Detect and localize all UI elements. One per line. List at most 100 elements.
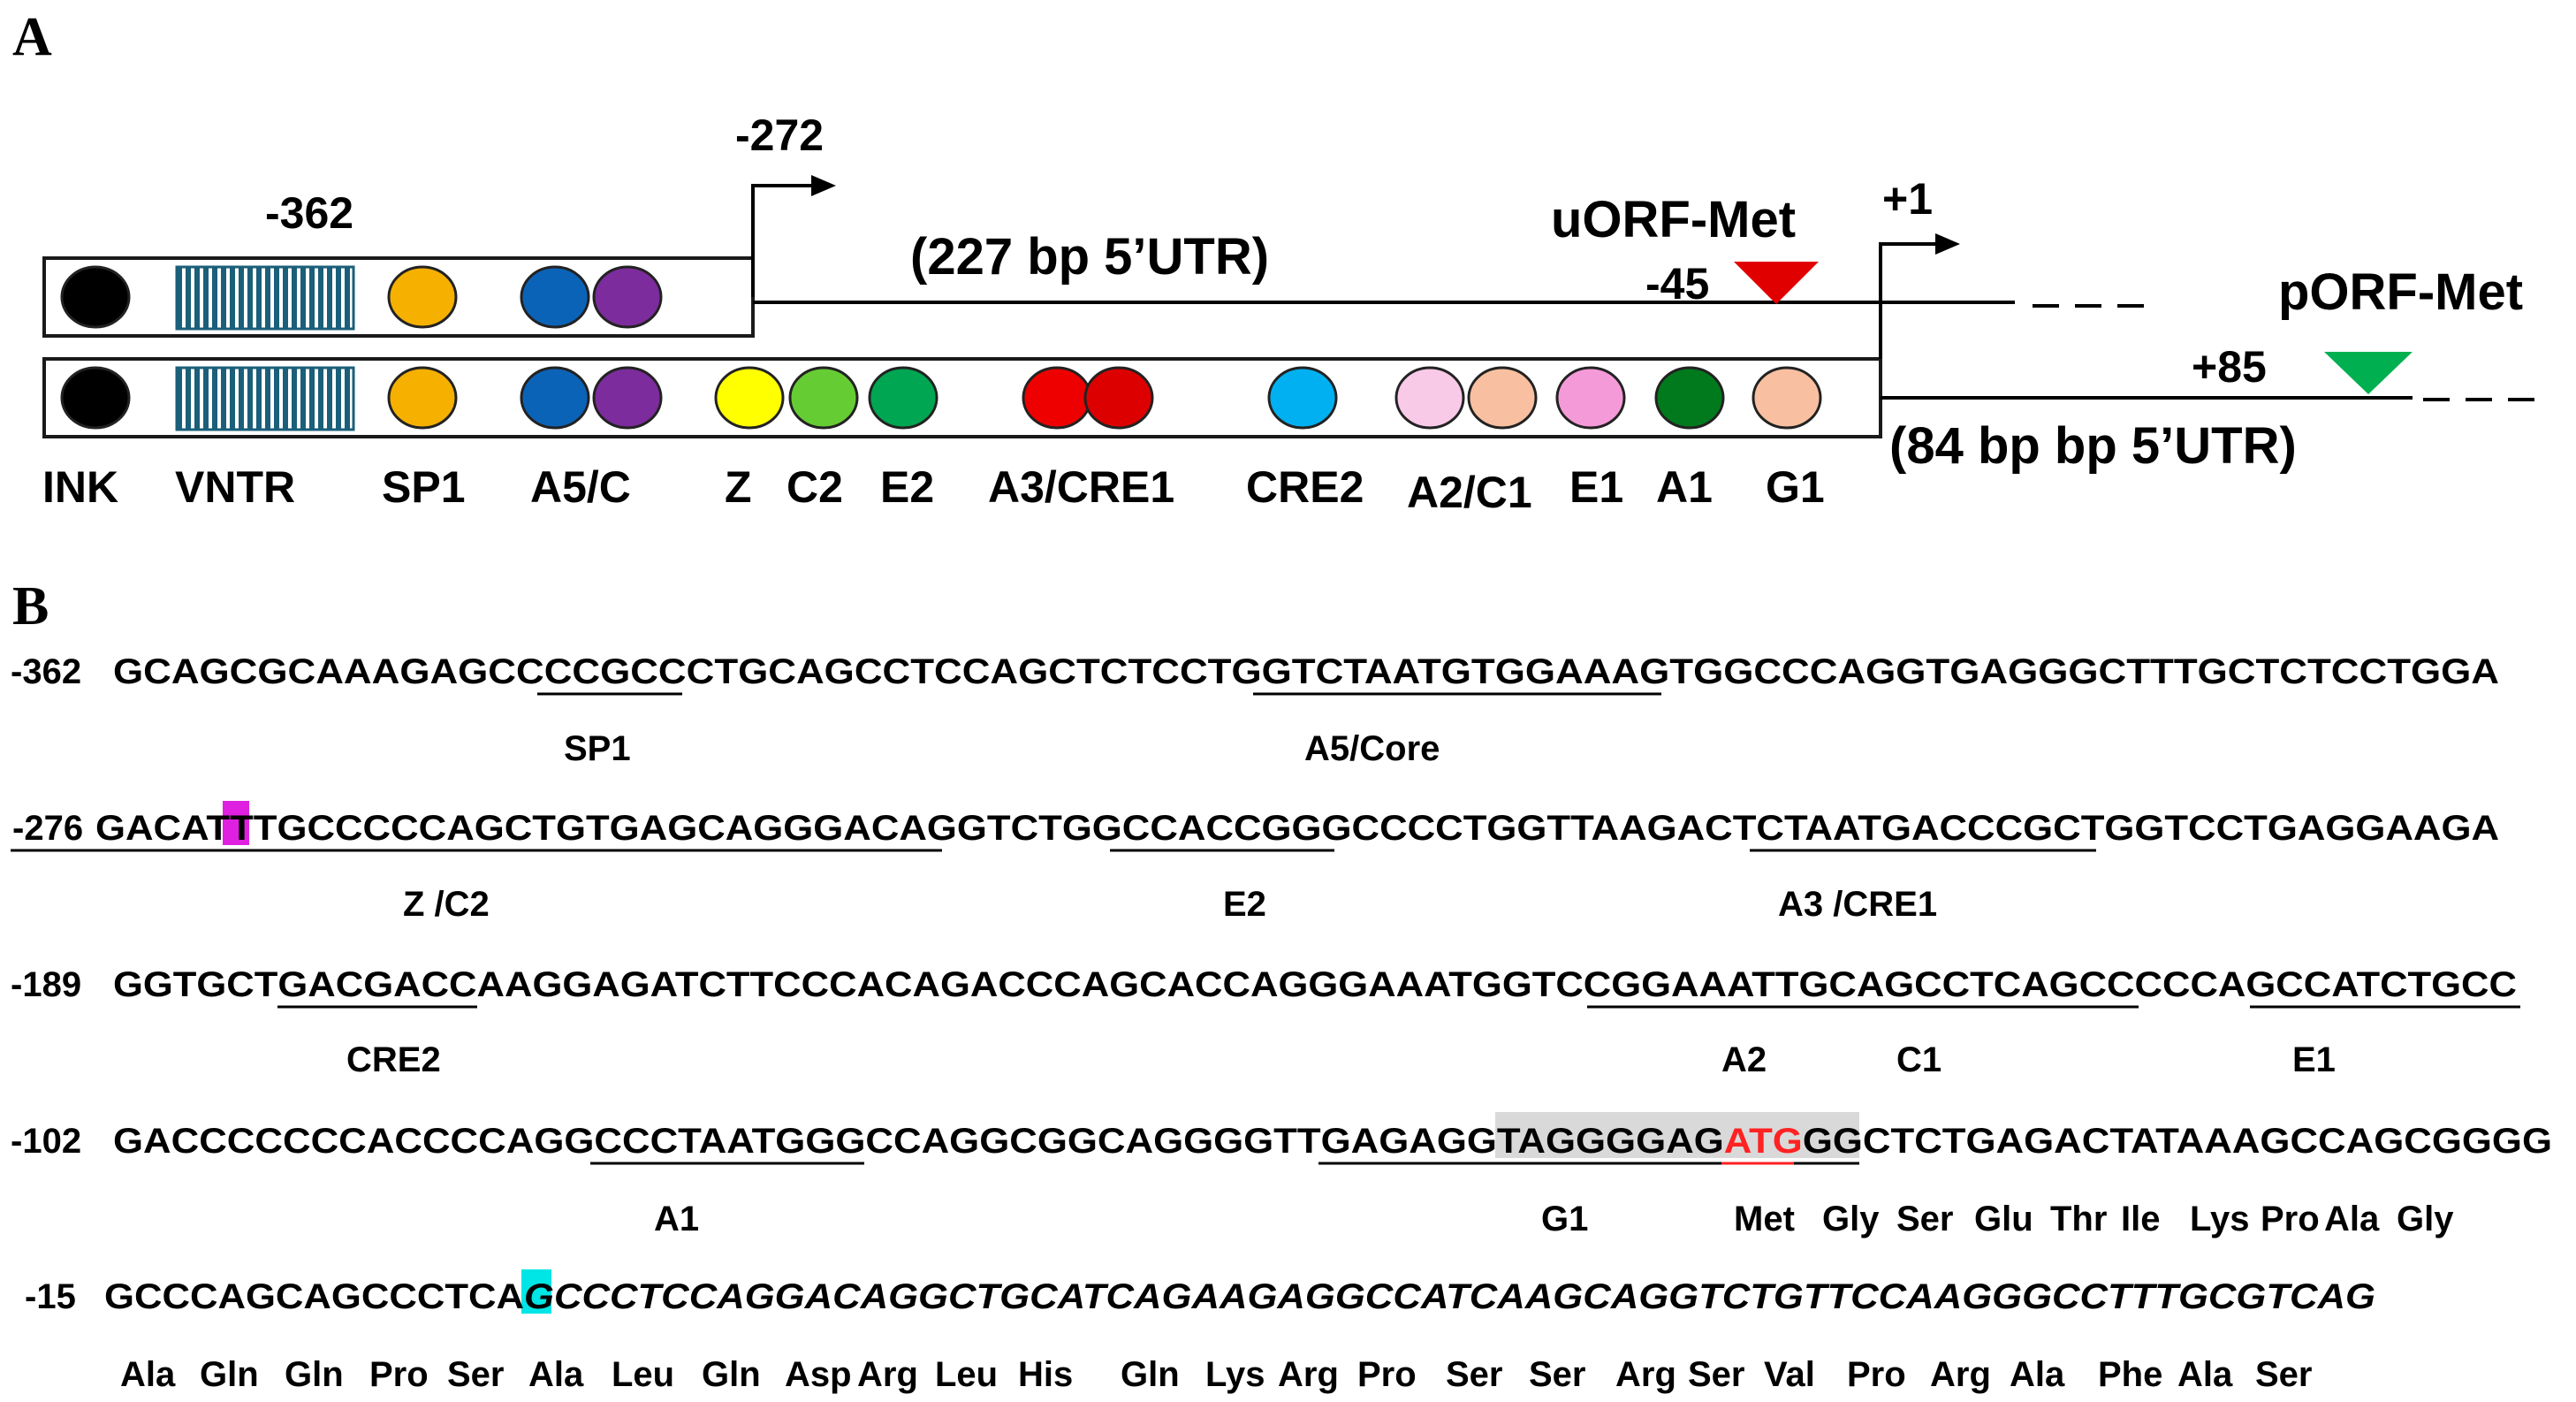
amino-acid: Ser bbox=[1446, 1355, 1503, 1394]
seq-position-4: -15 bbox=[25, 1277, 76, 1316]
amino-acid: Ala bbox=[528, 1355, 584, 1394]
seq-position-0: -362 bbox=[11, 652, 81, 691]
site-label-sp1: SP1 bbox=[564, 729, 631, 768]
site-label-z-c2: Z /C2 bbox=[403, 885, 490, 924]
amino-acid: Arg bbox=[1278, 1355, 1339, 1394]
element-label-sp1: SP1 bbox=[382, 462, 466, 512]
element-label-a5-c: A5/C bbox=[530, 462, 631, 512]
amino-acid: Val bbox=[1764, 1355, 1815, 1394]
site-a5-bottom bbox=[520, 366, 590, 430]
element-label-a2-c1: A2/C1 bbox=[1407, 468, 1532, 517]
amino-acid: Gln bbox=[1121, 1355, 1180, 1394]
seq-text-1: GACATTTGCCCCCAGCTGTGAGCAGGGACAGGTCTGGCCA… bbox=[95, 809, 2499, 848]
amino-acid: Leu bbox=[935, 1355, 998, 1394]
amino-acid: His bbox=[1018, 1355, 1073, 1394]
site-ink-bottom bbox=[60, 366, 131, 430]
amino-acid: Ala bbox=[2010, 1355, 2065, 1394]
site-a2-bottom bbox=[1394, 366, 1465, 430]
site-label-a3-cre1: A3 /CRE1 bbox=[1778, 885, 1937, 924]
site-a1-bottom bbox=[1654, 366, 1725, 430]
amino-acid: Gly bbox=[2397, 1200, 2454, 1238]
tss-272-arrow-stem bbox=[751, 184, 822, 297]
amino-acid: Ile bbox=[2121, 1200, 2160, 1238]
tss-plus1-arrowhead bbox=[1935, 233, 1960, 255]
seq-text-2: GGTGCTGACGACCAAGGAGATCTTCCCACAGACCCAGCAC… bbox=[113, 965, 2517, 1004]
site-a5-top bbox=[520, 265, 590, 329]
amino-acid: Asp bbox=[785, 1355, 852, 1394]
amino-acid: Ser bbox=[447, 1355, 505, 1394]
element-label-vntr: VNTR bbox=[175, 462, 295, 512]
seq-position-3: -102 bbox=[11, 1122, 81, 1161]
amino-acid: Gln bbox=[200, 1355, 259, 1394]
site-sp1-top bbox=[387, 265, 458, 329]
utr-short-label: (84 bp bp 5’UTR) bbox=[1889, 417, 2297, 475]
site-c-bottom bbox=[592, 366, 663, 430]
amino-acid: Arg bbox=[1930, 1355, 1991, 1394]
element-label-a3-cre1: A3/CRE1 bbox=[988, 462, 1174, 512]
pos-272-label: -272 bbox=[735, 110, 824, 160]
panel-b-label: B bbox=[12, 576, 49, 636]
site-e1-bottom bbox=[1555, 366, 1626, 430]
seq-text-3: GACCCCCCCACCCCAGGCCCTAATGGGCCAGGCGGCAGGG… bbox=[113, 1122, 2552, 1161]
amino-acid: Pro bbox=[1357, 1355, 1417, 1394]
site-label-a5-core: A5/Core bbox=[1304, 729, 1440, 768]
site-cre1-bottom bbox=[1083, 366, 1154, 430]
element-label-c2: C2 bbox=[786, 462, 843, 512]
site-label-cre2: CRE2 bbox=[346, 1040, 441, 1079]
element-label-z: Z bbox=[725, 462, 752, 512]
amino-acid: Lys bbox=[2190, 1200, 2249, 1238]
site-c1-bottom bbox=[1467, 366, 1538, 430]
site-z-bottom bbox=[714, 366, 785, 430]
amino-acid: Thr bbox=[2050, 1200, 2107, 1238]
site-c-top bbox=[592, 265, 663, 329]
amino-acid: Ser bbox=[1529, 1355, 1586, 1394]
panel-a-label: A bbox=[12, 7, 52, 67]
seq-text-0: GCAGCGCAAAGAGCCCCGCCCTGCAGCCTCCAGCTCTCCT… bbox=[113, 652, 2499, 691]
amino-acid: Ser bbox=[1896, 1200, 1954, 1238]
g1-gray-box bbox=[1495, 1112, 1859, 1158]
amino-acid: Pro bbox=[369, 1355, 429, 1394]
porf-triangle bbox=[2324, 352, 2413, 394]
amino-acid: Arg bbox=[857, 1355, 918, 1394]
site-e2-bottom bbox=[868, 366, 938, 430]
amino-acid: Ala bbox=[2177, 1355, 2233, 1394]
sequence-rows: -362 GCAGCGCAAAGAGCCCCGCCCTGCAGCCTCCAGCTC… bbox=[11, 652, 2552, 1394]
site-label-e1: E1 bbox=[2292, 1040, 2336, 1079]
pos-362-label: -362 bbox=[265, 188, 353, 238]
seq-position-2: -189 bbox=[11, 965, 81, 1004]
site-label-c1: C1 bbox=[1896, 1040, 1941, 1079]
site-cre2-bottom bbox=[1267, 366, 1338, 430]
amino-acid: Pro bbox=[1847, 1355, 1906, 1394]
pos-85-label: +85 bbox=[2192, 342, 2267, 392]
utr-long-label: (227 bp 5’UTR) bbox=[910, 228, 1269, 286]
vntr-box-bottom bbox=[175, 366, 355, 431]
amino-acid: Gly bbox=[1822, 1200, 1880, 1238]
amino-acid: Arg bbox=[1615, 1355, 1676, 1394]
site-label-g1: G1 bbox=[1541, 1200, 1588, 1238]
site-g1-bottom bbox=[1752, 366, 1822, 430]
amino-acid: Ala bbox=[2324, 1200, 2380, 1238]
amino-acid: Gln bbox=[285, 1355, 344, 1394]
site-label-e2: E2 bbox=[1223, 885, 1266, 924]
top-binding-sites bbox=[60, 265, 663, 329]
site-a3-bottom bbox=[1022, 366, 1092, 430]
g-highlight bbox=[521, 1269, 551, 1314]
element-label-e1: E1 bbox=[1569, 462, 1623, 512]
amino-acid: Lys bbox=[1205, 1355, 1265, 1394]
porf-met-label: pORF-Met bbox=[2278, 263, 2523, 321]
site-c2-bottom bbox=[788, 366, 859, 430]
site-sp1-bottom bbox=[387, 366, 458, 430]
amino-acid: Ala bbox=[120, 1355, 176, 1394]
element-label-cre2: CRE2 bbox=[1246, 462, 1364, 512]
pos-plus1-label: +1 bbox=[1882, 174, 1933, 224]
tss-plus1-arrow-stem bbox=[1879, 242, 1944, 359]
site-ink-top bbox=[60, 265, 131, 329]
amino-acid: Ser bbox=[1688, 1355, 1745, 1394]
uorf-met-label: uORF-Met bbox=[1551, 191, 1796, 248]
bottom-binding-sites bbox=[60, 366, 1822, 430]
site-label-a1: A1 bbox=[654, 1200, 699, 1238]
element-label-g1: G1 bbox=[1766, 462, 1825, 512]
